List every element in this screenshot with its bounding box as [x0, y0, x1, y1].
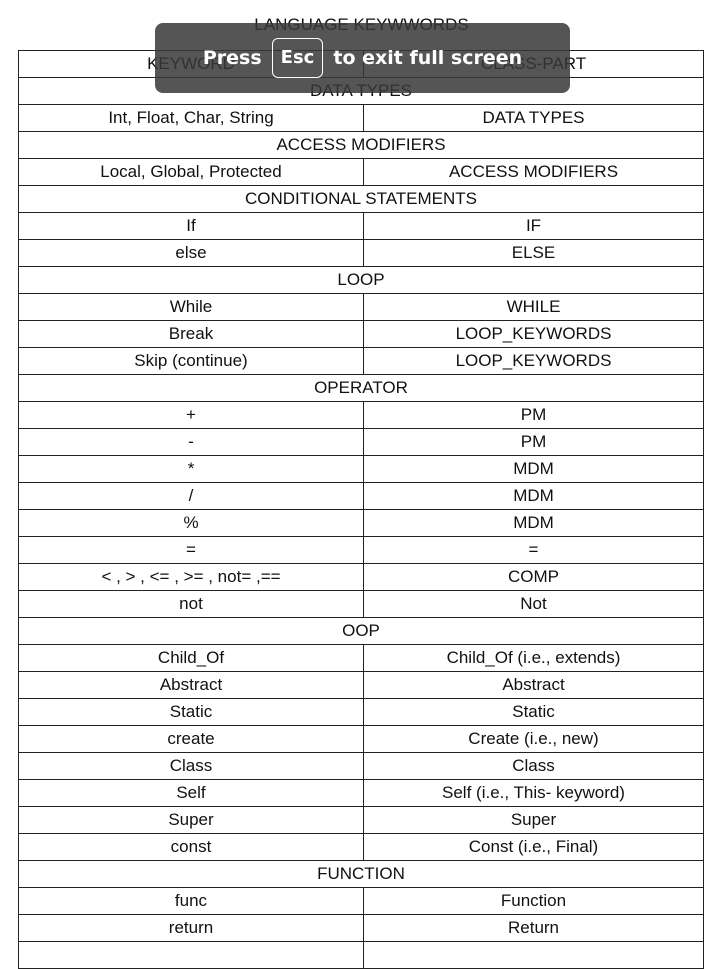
section-title: OPERATOR [18, 374, 704, 402]
keyword-cell: Skip (continue) [18, 347, 364, 375]
section-row: CONDITIONAL STATEMENTS [18, 185, 704, 213]
class-part-cell: Super [363, 806, 704, 834]
section-row: OPERATOR [18, 374, 704, 402]
keyword-cell: * [18, 455, 364, 483]
keyword-cell: return [18, 914, 364, 942]
section-title: LOOP [18, 266, 704, 294]
keyword-cell: func [18, 887, 364, 915]
table-row [18, 941, 704, 969]
keywords-table-body: KEYWORD CLASS-PART DATA TYPESInt, Float,… [18, 50, 704, 969]
class-part-cell: ELSE [363, 239, 704, 267]
table-row: +PM [18, 401, 704, 429]
keyword-cell: Break [18, 320, 364, 348]
section-title: CONDITIONAL STATEMENTS [18, 185, 704, 213]
table-row: Skip (continue)LOOP_KEYWORDS [18, 347, 704, 375]
esc-key-badge: Esc [271, 38, 324, 78]
keywords-table: KEYWORD CLASS-PART DATA TYPESInt, Float,… [18, 50, 704, 969]
keyword-cell: Self [18, 779, 364, 807]
keyword-cell: Int, Float, Char, String [18, 104, 364, 132]
fullscreen-notice: Press Esc to exit full screen [155, 23, 570, 93]
fullscreen-message-text: to exit full screen [333, 47, 523, 69]
table-row: /MDM [18, 482, 704, 510]
keyword-cell: Super [18, 806, 364, 834]
class-part-cell: Self (i.e., This- keyword) [363, 779, 704, 807]
keyword-cell: Local, Global, Protected [18, 158, 364, 186]
class-part-cell: MDM [363, 482, 704, 510]
table-row: %MDM [18, 509, 704, 537]
section-title: ACCESS MODIFIERS [18, 131, 704, 159]
class-part-cell: MDM [363, 509, 704, 537]
keyword-cell: else [18, 239, 364, 267]
fullscreen-press-text: Press [202, 47, 262, 69]
keyword-cell: create [18, 725, 364, 753]
class-part-cell: LOOP_KEYWORDS [363, 320, 704, 348]
keyword-cell: - [18, 428, 364, 456]
section-row: OOP [18, 617, 704, 645]
class-part-cell: Abstract [363, 671, 704, 699]
class-part-cell [363, 941, 704, 969]
section-title: FUNCTION [18, 860, 704, 888]
table-row: == [18, 536, 704, 564]
keyword-cell: const [18, 833, 364, 861]
table-row: < , > , <= , >= , not= ,==COMP [18, 563, 704, 591]
keyword-cell: Static [18, 698, 364, 726]
class-part-cell: COMP [363, 563, 704, 591]
class-part-cell: MDM [363, 455, 704, 483]
table-row: *MDM [18, 455, 704, 483]
class-part-cell: LOOP_KEYWORDS [363, 347, 704, 375]
class-part-cell: Not [363, 590, 704, 618]
class-part-cell: PM [363, 428, 704, 456]
table-row: -PM [18, 428, 704, 456]
class-part-cell: Function [363, 887, 704, 915]
section-title: OOP [18, 617, 704, 645]
keyword-cell: not [18, 590, 364, 618]
keyword-cell [18, 941, 364, 969]
keyword-cell: < , > , <= , >= , not= ,== [18, 563, 364, 591]
class-part-cell: PM [363, 401, 704, 429]
class-part-cell: Const (i.e., Final) [363, 833, 704, 861]
keyword-cell: = [18, 536, 364, 564]
class-part-cell: = [363, 536, 704, 564]
class-part-cell: ACCESS MODIFIERS [363, 158, 704, 186]
class-part-cell: Create (i.e., new) [363, 725, 704, 753]
class-part-cell: Static [363, 698, 704, 726]
keyword-cell: Abstract [18, 671, 364, 699]
class-part-cell: Class [363, 752, 704, 780]
class-part-cell: WHILE [363, 293, 704, 321]
section-row: LOOP [18, 266, 704, 294]
keyword-cell: Child_Of [18, 644, 364, 672]
section-row: ACCESS MODIFIERS [18, 131, 704, 159]
class-part-cell: Return [363, 914, 704, 942]
section-row: FUNCTION [18, 860, 704, 888]
keyword-cell: % [18, 509, 364, 537]
class-part-cell: Child_Of (i.e., extends) [363, 644, 704, 672]
keyword-cell: Class [18, 752, 364, 780]
keyword-cell: / [18, 482, 364, 510]
class-part-cell: IF [363, 212, 704, 240]
keyword-cell: + [18, 401, 364, 429]
class-part-cell: DATA TYPES [363, 104, 704, 132]
keyword-cell: If [18, 212, 364, 240]
keyword-cell: While [18, 293, 364, 321]
